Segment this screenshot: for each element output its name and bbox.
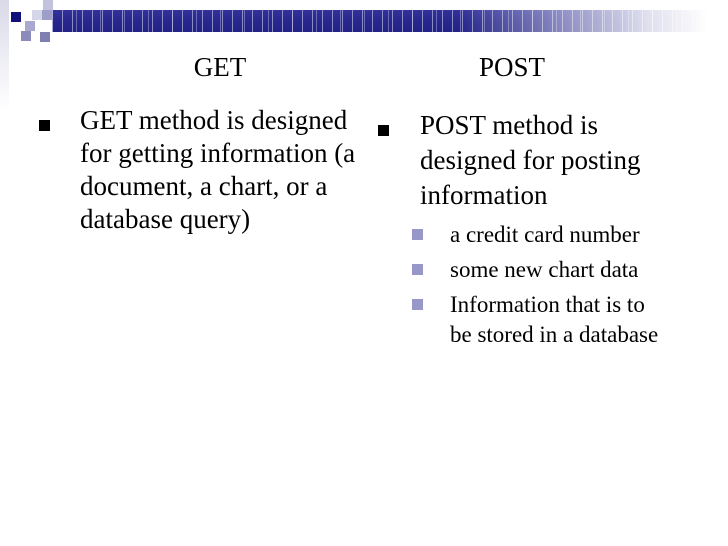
lavender-square-bullet-icon	[412, 299, 423, 310]
lavender-square-bullet-icon	[412, 264, 423, 275]
black-square-bullet-icon	[378, 125, 389, 136]
sub-bullet-item: some new chart data	[412, 255, 723, 285]
black-square-bullet-icon	[39, 120, 50, 131]
column-header-get: GET	[193, 52, 247, 82]
post-sub-bullet-list: a credit card number some new chart data…	[412, 220, 723, 350]
sub-bullet-item: Information that is to be stored in a da…	[412, 290, 723, 350]
banner-bar-icon	[52, 10, 728, 32]
get-column: GET method is designed for getting infor…	[39, 104, 359, 236]
column-header-post: POST	[478, 52, 546, 82]
deco-square-icon	[42, 10, 52, 20]
post-bullet-text: POST method is designed for posting info…	[420, 110, 641, 210]
sub-bullet-text: Information that is to be stored in a da…	[450, 292, 659, 347]
deco-square-icon	[43, 0, 53, 10]
deco-square-icon	[11, 12, 21, 22]
bullet-item: POST method is designed for posting info…	[378, 108, 723, 213]
sub-bullet-text: a credit card number	[450, 222, 640, 247]
bullet-item: GET method is designed for getting infor…	[39, 104, 359, 236]
deco-square-icon	[32, 10, 42, 20]
get-bullet-text: GET method is designed for getting infor…	[80, 105, 356, 234]
sub-bullet-item: a credit card number	[412, 220, 723, 250]
post-column: POST method is designed for posting info…	[378, 108, 723, 355]
deco-square-icon	[40, 32, 50, 42]
sub-bullet-text: some new chart data	[450, 257, 639, 282]
deco-square-icon	[21, 31, 31, 41]
lavender-square-bullet-icon	[412, 229, 423, 240]
left-gradient-strip	[0, 0, 9, 112]
deco-square-icon	[25, 21, 35, 31]
